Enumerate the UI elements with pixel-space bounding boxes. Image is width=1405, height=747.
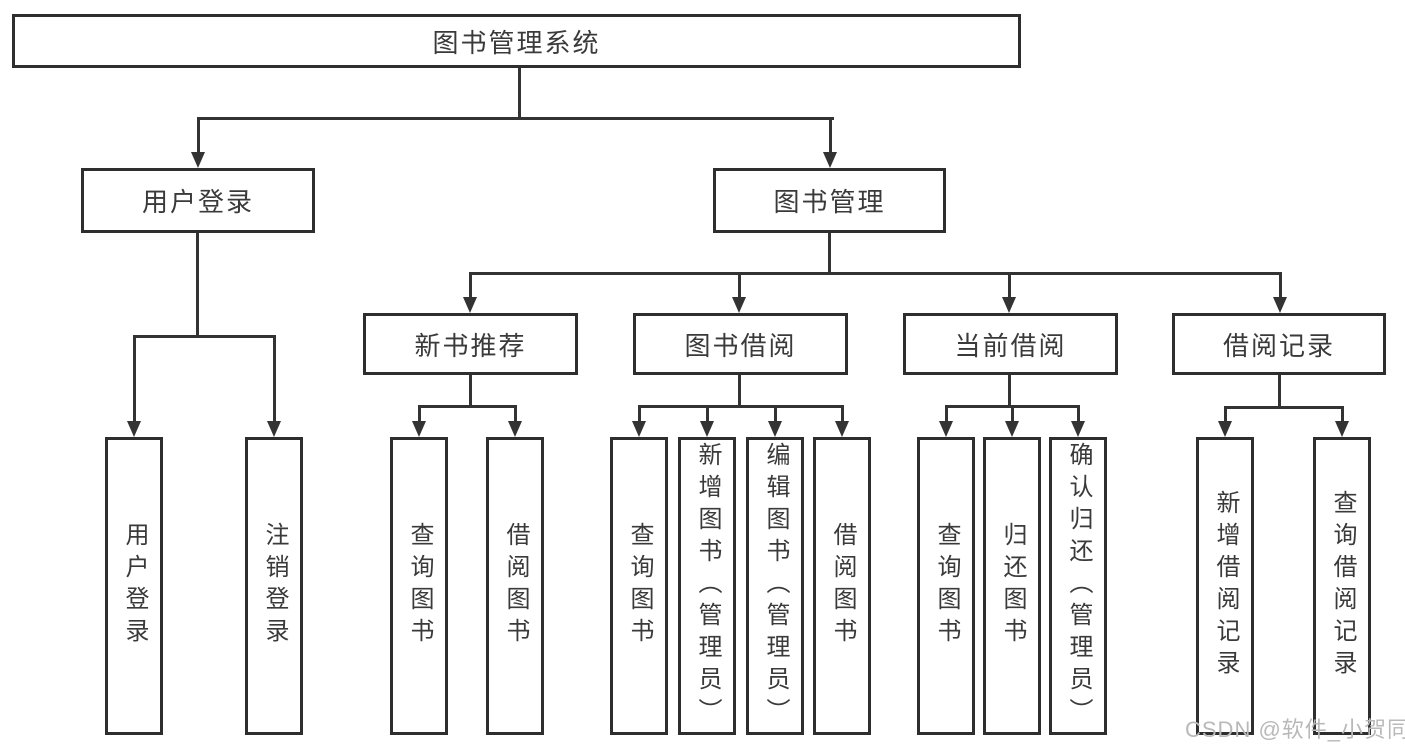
- connector-borrow-hline: [638, 405, 844, 408]
- connector-borrow-drop-1: [638, 405, 641, 423]
- connector-current-stem: [1008, 375, 1011, 407]
- connector-borrow-drop-3: [774, 405, 777, 423]
- node-leaf-label: 编辑图书（管理员）: [762, 442, 789, 730]
- node-recommend-label: 新书推荐: [414, 330, 527, 361]
- connector-borrow-drop-4: [841, 405, 844, 423]
- node-current: 当前借阅: [903, 313, 1118, 375]
- node-root-label: 图书管理系统: [432, 27, 601, 58]
- node-leaf-label: 新增图书（管理员）: [694, 442, 721, 730]
- connector-records-drop-2: [1341, 406, 1344, 423]
- connector-login-drop-2: [273, 335, 276, 423]
- connector-records-hline: [1224, 406, 1344, 409]
- connector-manage-drop-2: [738, 272, 741, 299]
- connector-records-drop-1: [1224, 406, 1227, 423]
- connector-login-hline: [133, 335, 276, 338]
- arrow-down-icon: [191, 152, 205, 168]
- arrow-down-icon: [127, 421, 141, 437]
- node-leaf-label: 新增借阅记录: [1212, 490, 1239, 682]
- node-borrow-label: 图书借阅: [684, 330, 797, 361]
- connector-current-drop-1: [945, 405, 948, 423]
- node-recommend: 新书推荐: [363, 313, 578, 375]
- arrow-down-icon: [939, 421, 953, 437]
- node-leaf-label: 用户登录: [121, 522, 148, 650]
- connector-manage-drop-4: [1279, 272, 1282, 299]
- arrow-down-icon: [508, 421, 522, 437]
- node-leaf-recommend-query: 查询图书: [390, 437, 448, 735]
- arrow-down-icon: [1005, 421, 1019, 437]
- arrow-down-icon: [768, 421, 782, 437]
- node-book-manage: 图书管理: [713, 168, 946, 233]
- node-leaf-current-confirm: 确认归还（管理员）: [1049, 437, 1107, 735]
- node-leaf-label: 查询图书: [626, 522, 653, 650]
- node-leaf-recommend-borrow: 借阅图书: [486, 437, 544, 735]
- node-leaf-borrow-add: 新增图书（管理员）: [678, 437, 736, 735]
- arrow-down-icon: [1218, 421, 1232, 437]
- node-records-label: 借阅记录: [1222, 330, 1335, 361]
- connector-root-left-drop: [197, 117, 200, 154]
- arrow-down-icon: [732, 297, 746, 313]
- node-book-manage-label: 图书管理: [773, 187, 886, 217]
- connector-manage-hline: [469, 272, 1282, 275]
- node-leaf-label: 归还图书: [999, 522, 1026, 650]
- connector-records-stem: [1278, 375, 1281, 408]
- node-leaf-records-add: 新增借阅记录: [1196, 437, 1254, 735]
- node-leaf-borrow-query: 查询图书: [610, 437, 668, 735]
- connector-recommend-drop-1: [418, 405, 421, 423]
- arrow-down-icon: [632, 421, 646, 437]
- arrow-down-icon: [463, 297, 477, 313]
- node-user-login: 用户登录: [81, 168, 315, 233]
- arrow-down-icon: [823, 152, 837, 168]
- node-leaf-current-query: 查询图书: [917, 437, 975, 735]
- connector-root-stem: [518, 68, 521, 119]
- connector-login-drop-1: [133, 335, 136, 423]
- node-leaf-borrow-edit: 编辑图书（管理员）: [746, 437, 804, 735]
- connector-recommend-stem: [469, 375, 472, 407]
- node-leaf-logout: 注销登录: [245, 437, 303, 735]
- node-leaf-borrow-borrow: 借阅图书: [813, 437, 871, 735]
- node-leaf-label: 查询借阅记录: [1329, 490, 1356, 682]
- connector-login-stem: [196, 233, 199, 338]
- node-root: 图书管理系统: [12, 14, 1021, 68]
- arrow-down-icon: [1002, 297, 1016, 313]
- connector-current-drop-2: [1011, 405, 1014, 423]
- connector-root-hline: [197, 117, 834, 120]
- connector-borrow-stem: [738, 375, 741, 407]
- node-leaf-label: 查询图书: [933, 522, 960, 650]
- connector-current-drop-3: [1077, 405, 1080, 423]
- node-leaf-label: 注销登录: [261, 522, 288, 650]
- connector-manage-stem: [828, 233, 831, 274]
- node-leaf-label: 借阅图书: [829, 522, 856, 650]
- node-records: 借阅记录: [1172, 313, 1386, 375]
- arrow-down-icon: [412, 421, 426, 437]
- node-current-label: 当前借阅: [954, 330, 1067, 361]
- arrow-down-icon: [267, 421, 281, 437]
- csdn-watermark: CSDN @软件_小贺同学: [1185, 717, 1405, 742]
- node-borrow: 图书借阅: [633, 313, 848, 375]
- node-leaf-label: 查询图书: [406, 522, 433, 650]
- node-leaf-current-return: 归还图书: [983, 437, 1041, 735]
- connector-manage-drop-3: [1008, 272, 1011, 299]
- arrow-down-icon: [1273, 297, 1287, 313]
- node-leaf-user-login: 用户登录: [105, 437, 163, 735]
- connector-recommend-hline: [418, 405, 517, 408]
- arrow-down-icon: [1335, 421, 1349, 437]
- node-leaf-label: 借阅图书: [502, 522, 529, 650]
- connector-recommend-drop-2: [514, 405, 517, 423]
- arrow-down-icon: [835, 421, 849, 437]
- connector-manage-drop-1: [469, 272, 472, 299]
- node-leaf-records-query: 查询借阅记录: [1313, 437, 1371, 735]
- arrow-down-icon: [1071, 421, 1085, 437]
- node-user-login-label: 用户登录: [141, 187, 254, 217]
- node-leaf-label: 确认归还（管理员）: [1065, 442, 1092, 730]
- connector-borrow-drop-2: [706, 405, 709, 423]
- connector-root-right-drop: [829, 117, 832, 154]
- arrow-down-icon: [700, 421, 714, 437]
